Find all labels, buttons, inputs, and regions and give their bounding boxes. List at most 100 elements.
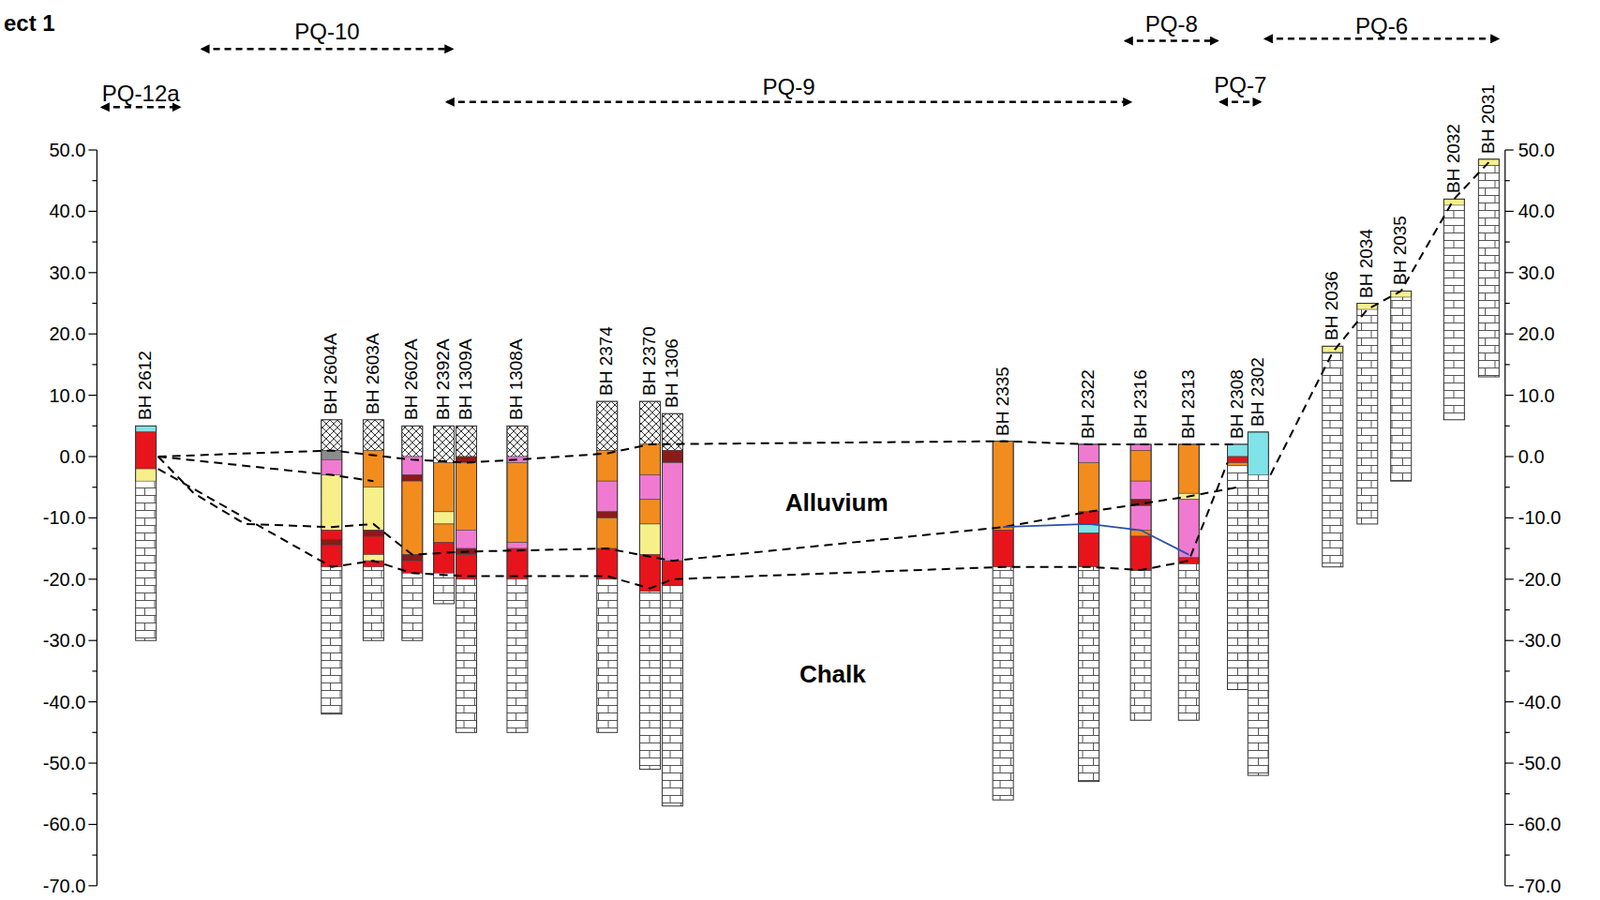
axis-tick (1505, 792, 1511, 794)
soil-layer (402, 480, 423, 554)
chalk-column (1130, 444, 1152, 720)
borehole-name: BH 2603A (363, 332, 384, 415)
extent-arrow (1125, 39, 1218, 43)
borehole-name: BH 2612 (135, 350, 156, 420)
axis-tick (88, 884, 97, 886)
axis-value: -30.0 (1518, 629, 1562, 651)
axis-value: -70.0 (43, 875, 87, 897)
axis-value: 40.0 (1518, 200, 1556, 222)
chalk-column (456, 425, 478, 733)
axis-value: -70.0 (1518, 875, 1562, 897)
borehole-name: BH 2313 (1179, 369, 1199, 439)
axis-tick (88, 762, 97, 763)
borehole-outline (507, 425, 528, 733)
soil-layer (1130, 480, 1152, 500)
soil-layer (433, 463, 455, 512)
soil-layer (639, 475, 660, 500)
soil-layer (661, 449, 683, 463)
borehole-name: BH 2308 (1227, 369, 1248, 439)
axis-tick (88, 823, 97, 825)
axis-value: 20.0 (48, 323, 86, 344)
borehole-outline (135, 425, 157, 641)
soil-layer (362, 529, 384, 537)
chalk-column (362, 419, 384, 641)
soil-layer (597, 548, 618, 580)
soil-layer (1130, 536, 1152, 570)
axis-value: -20.0 (1518, 568, 1562, 590)
borehole-name: BH 1308A (507, 339, 527, 421)
water-line (1002, 523, 1189, 555)
unit-label: Chalk (799, 660, 867, 688)
correlation-line (158, 463, 1228, 589)
borehole-outline (661, 413, 683, 807)
borehole-name: BH 2602A (402, 339, 422, 421)
axis-tick (1505, 271, 1514, 273)
zone-label: PQ-12a (102, 81, 180, 106)
unit-label: Alluvium (785, 489, 889, 517)
soil-layer (135, 468, 157, 481)
soil-layer (433, 511, 455, 524)
axis-tick (1505, 823, 1514, 825)
borehole-outline (456, 425, 478, 733)
extent-arrow (102, 105, 180, 109)
soil-layer (456, 425, 478, 457)
borehole-outline (433, 425, 455, 604)
soil-layer (1322, 345, 1344, 353)
axis-tick (1505, 547, 1511, 549)
soil-layer (507, 548, 528, 580)
chalk-column (1078, 444, 1100, 782)
borehole-outline (1178, 444, 1199, 720)
soil-layer (661, 463, 683, 562)
soil-layer (1178, 444, 1199, 494)
borehole-name: BH 2032 (1444, 123, 1465, 194)
borehole-outline (1227, 444, 1249, 690)
axis-tick (88, 578, 97, 580)
soil-layer (1227, 456, 1249, 464)
chalk-column (1478, 159, 1499, 377)
axis-tick (91, 853, 97, 855)
borehole-outline (1478, 159, 1499, 377)
axis-value: 30.0 (1518, 262, 1556, 284)
soil-layer (321, 459, 343, 475)
borehole-name: BH 2604A (321, 332, 342, 415)
axis-tick (88, 701, 97, 703)
soil-layer (597, 511, 618, 519)
axis-tick (91, 241, 97, 243)
axis-tick (1505, 394, 1514, 396)
axis-tick (88, 271, 97, 273)
zone-label: PQ-10 (294, 19, 359, 45)
axis-tick (91, 792, 97, 794)
borehole-outline (639, 401, 660, 769)
correlation-line (1270, 162, 1489, 476)
chalk-column (992, 441, 1014, 801)
axis-value: -50.0 (1518, 752, 1562, 774)
soil-layer (321, 419, 343, 451)
soil-layer (1227, 463, 1249, 466)
soil-layer (1478, 159, 1499, 166)
borehole-name: BH 1309A (456, 339, 477, 421)
soil-layer (507, 542, 528, 550)
chalk-column (639, 401, 660, 769)
chalk-column (1357, 303, 1378, 524)
axis-tick (88, 455, 97, 457)
axis-value: -20.0 (43, 568, 87, 590)
axis-value: 0.0 (59, 446, 87, 467)
borehole-outline (1247, 432, 1269, 776)
axis-tick (1505, 853, 1511, 855)
soil-layer (507, 463, 528, 543)
axis-tick (91, 425, 97, 427)
soil-layer (135, 425, 157, 433)
soil-layer (1227, 444, 1249, 457)
soil-layer (362, 419, 384, 451)
axis-value: -60.0 (1518, 813, 1562, 835)
soil-layer (1178, 499, 1199, 558)
borehole-name: BH 2035 (1390, 215, 1411, 285)
axis-tick (91, 670, 97, 672)
axis-tick (91, 609, 97, 611)
axis-tick (91, 179, 97, 181)
axis-tick (1505, 578, 1514, 580)
axis-tick (88, 394, 97, 396)
soil-layer (321, 449, 343, 460)
axis-tick (1505, 425, 1511, 427)
axis-value: -40.0 (1518, 691, 1562, 713)
